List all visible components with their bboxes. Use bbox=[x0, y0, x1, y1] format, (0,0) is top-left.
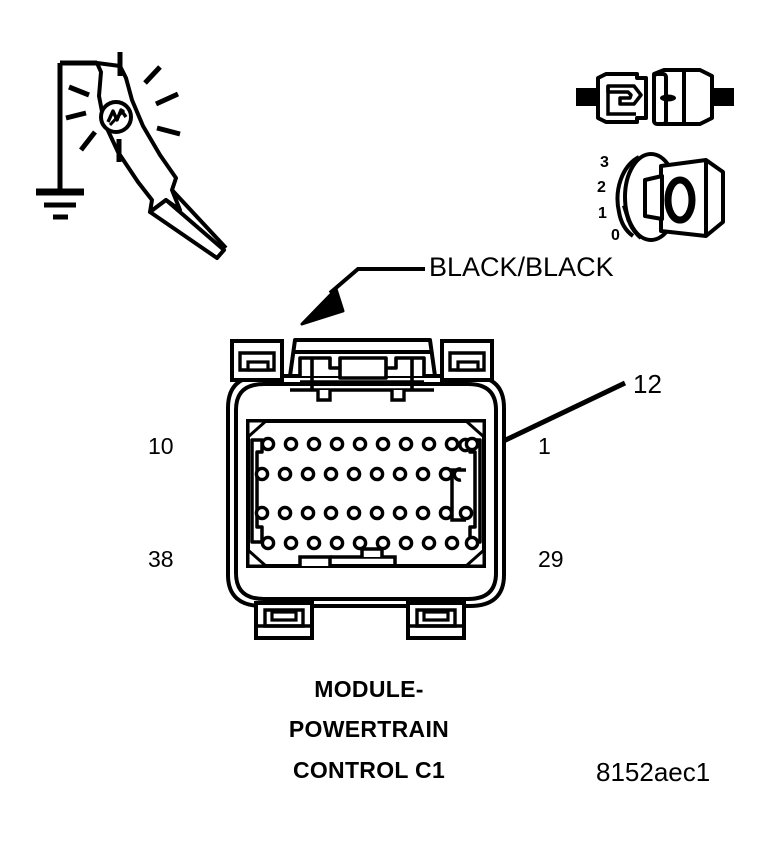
pin-callout-label: 12 bbox=[633, 369, 662, 399]
ignition-position-0: 0 bbox=[611, 227, 620, 244]
caption-line-2: POWERTRAIN bbox=[288, 716, 450, 742]
ignition-key-switch-icon bbox=[615, 152, 725, 242]
ground-symbol-icon bbox=[36, 60, 97, 220]
ignition-position-3: 3 bbox=[600, 154, 609, 171]
test-light-probe-icon bbox=[65, 52, 228, 260]
ignition-position-1: 1 bbox=[598, 205, 607, 222]
leader-arrow-icon bbox=[300, 267, 425, 326]
caption-line-3: CONTROL C1 bbox=[292, 757, 446, 783]
inline-connector-icon bbox=[576, 68, 734, 126]
corner-pin-top-left: 10 bbox=[148, 433, 174, 459]
corner-pin-top-right: 1 bbox=[538, 433, 551, 459]
wire-color-label: BLACK/BLACK bbox=[429, 252, 614, 282]
pcm-connector-icon bbox=[226, 338, 506, 640]
corner-pin-bottom-left: 38 bbox=[148, 546, 174, 572]
caption-line-1: MODULE- bbox=[314, 676, 424, 702]
corner-pin-bottom-right: 29 bbox=[538, 546, 564, 572]
reference-code: 8152aec1 bbox=[596, 757, 711, 787]
ignition-position-2: 2 bbox=[597, 179, 606, 196]
